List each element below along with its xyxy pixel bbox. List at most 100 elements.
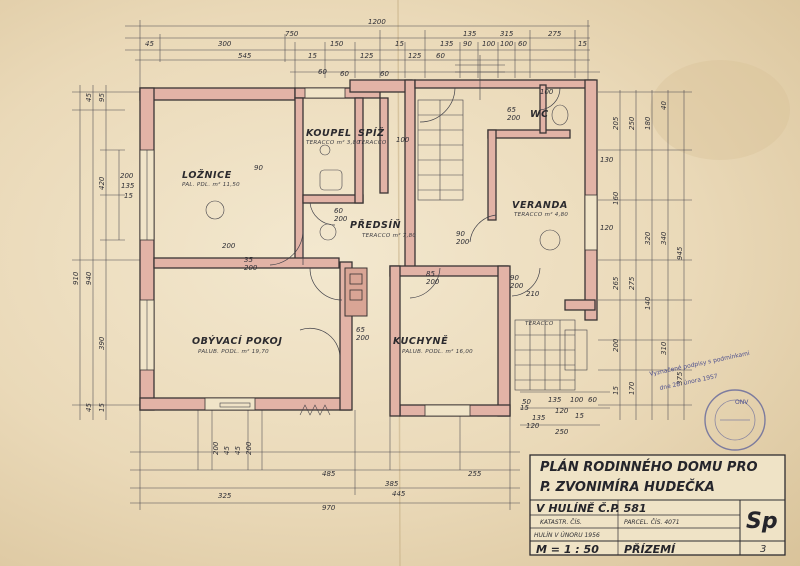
- dim-text: 60: [380, 70, 389, 78]
- dim-text: 120: [526, 422, 540, 430]
- dim-text: 90: [510, 274, 519, 282]
- dim-text: 340: [660, 231, 668, 245]
- sheet-number: 3: [760, 544, 766, 555]
- dim-text: 60: [334, 207, 343, 215]
- title-line-1: PLÁN RODINNÉHO DOMU PRO: [540, 459, 758, 475]
- dim-text: 200: [212, 441, 220, 455]
- dim-text: 60: [436, 52, 445, 60]
- dim-text: 135: [548, 396, 562, 404]
- room-predsin-label: PŘEDSÍŇ: [350, 219, 401, 231]
- dim-text: 45: [145, 40, 154, 48]
- dim-text: 300: [218, 40, 232, 48]
- dim-text: 15: [612, 386, 620, 395]
- dim-text: 200: [426, 278, 440, 286]
- room-kuchyne-area: PALUB. PODL. m² 16,00: [402, 348, 473, 355]
- dim-text: 180: [644, 116, 652, 130]
- dim-text: 390: [98, 336, 106, 350]
- dim-text: 265: [612, 276, 620, 290]
- dim-text: 130: [600, 156, 614, 164]
- room-predsin-area: TERACCO m² 7,80: [362, 232, 416, 239]
- dim-text: 135: [532, 414, 546, 422]
- parcel-label: PARCEL. ČÍS. 4071: [624, 519, 680, 526]
- dim-text: 140: [644, 296, 652, 310]
- dim-text: 200: [356, 334, 370, 342]
- dim-text: 65: [356, 326, 365, 334]
- dim-text: 385: [385, 480, 399, 488]
- dim-text: 320: [644, 231, 652, 245]
- dim-text: 200: [456, 238, 470, 246]
- dim-text: 100: [540, 88, 554, 96]
- cadastral-label: KATASTR. ČÍS.: [540, 519, 582, 526]
- dim-text: 910: [72, 271, 80, 285]
- dim-text: 1200: [368, 18, 386, 26]
- dim-text: 85: [426, 270, 435, 278]
- dim-text: 100: [396, 136, 410, 144]
- dim-text: 90: [254, 164, 263, 172]
- dim-text: 210: [526, 290, 540, 298]
- title-line-2: P. ZVONIMÍRA HUDEČKA: [540, 479, 715, 495]
- dim-text: 445: [392, 490, 406, 498]
- dim-text: 200: [334, 215, 348, 223]
- dim-text: 15: [575, 412, 584, 420]
- dim-text: 125: [408, 52, 422, 60]
- dim-text: 310: [660, 341, 668, 355]
- date-label: HULÍN V ÚNORU 1956: [534, 532, 600, 539]
- dim-text: 15: [578, 40, 587, 48]
- dim-text: 750: [285, 30, 299, 38]
- door-swings: [269, 87, 561, 361]
- dim-text: 200: [510, 282, 524, 290]
- dim-text: 200: [244, 264, 258, 272]
- dim-text: 90: [463, 40, 472, 48]
- dim-text: 200: [222, 242, 236, 250]
- dim-text: 250: [628, 116, 636, 130]
- dim-text: 315: [500, 30, 514, 38]
- dim-text: 45: [85, 93, 93, 102]
- dim-text: 15: [124, 192, 133, 200]
- room-labels: LOŽNICE PAL. PDL. m² 11,50 KOUPEL TERACC…: [182, 109, 568, 355]
- approval-line-3: ONV: [735, 399, 749, 406]
- dim-text: 545: [238, 52, 252, 60]
- dim-text: 945: [676, 246, 684, 260]
- dim-text: 420: [98, 176, 106, 190]
- dim-text: 150: [330, 40, 344, 48]
- room-koupel-label: KOUPEL: [306, 128, 352, 139]
- dim-text: 45: [85, 403, 93, 412]
- dim-text: 50: [522, 398, 531, 406]
- sheet-code: Sp: [746, 509, 778, 534]
- room-loznice-label: LOŽNICE: [182, 170, 232, 181]
- approval-stamp: Vyznačené podpisy s podmínkami dne 28. ú…: [649, 350, 766, 451]
- dim-text: 250: [555, 428, 569, 436]
- dim-text: 60: [318, 68, 327, 76]
- dim-text: 135: [463, 30, 477, 38]
- dimension-lines: [72, 20, 692, 510]
- dim-text: 205: [612, 116, 620, 130]
- dim-text: 40: [660, 101, 668, 110]
- dimension-numbers-right: 205 250 180 40 320 340 945 130 160 265 2…: [600, 101, 684, 395]
- title-block: PLÁN RODINNÉHO DOMU PRO P. ZVONIMÍRA HUD…: [529, 454, 786, 556]
- dim-text: 60: [588, 396, 597, 404]
- dim-text: 125: [360, 52, 374, 60]
- dim-text: 200: [507, 114, 521, 122]
- dim-text: 100: [482, 40, 496, 48]
- dim-text: 45: [223, 446, 231, 455]
- dim-text: 485: [322, 470, 336, 478]
- dim-text: 200: [612, 338, 620, 352]
- dim-text: 60: [518, 40, 527, 48]
- dim-text: 120: [600, 224, 614, 232]
- room-wc-label: WC: [530, 109, 549, 120]
- room-veranda-label: VERANDA: [512, 200, 568, 211]
- dim-text: 35: [244, 256, 253, 264]
- dim-text: 15: [520, 404, 529, 412]
- dim-text: 275: [628, 276, 636, 290]
- dim-text: 65: [507, 106, 516, 114]
- floor-label: PŘÍZEMÍ: [624, 542, 676, 556]
- dim-text: 940: [85, 271, 93, 285]
- dim-text: 15: [395, 40, 404, 48]
- room-obyvaci-area: PALUB. PODL. m² 19,70: [198, 348, 269, 355]
- entrance-floor-label: TERACCO: [525, 321, 554, 327]
- dimension-numbers-top: 1200 750 135 315 300 545 15 150 15 125 1…: [145, 18, 587, 78]
- dim-text: 90: [456, 230, 465, 238]
- dim-text: 200: [245, 441, 253, 455]
